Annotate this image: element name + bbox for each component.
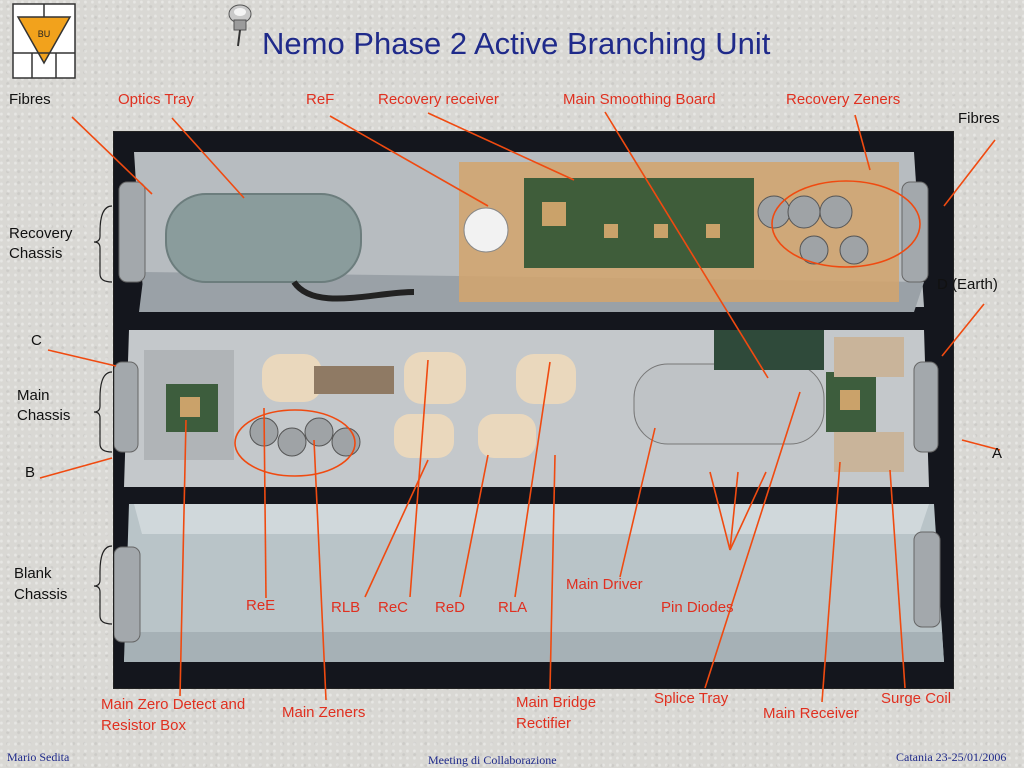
label-red: ReD xyxy=(435,599,466,616)
label-pin-diodes: Pin Diodes xyxy=(661,599,734,616)
label-main-bridge-line1: Main Bridge xyxy=(516,694,597,711)
label-optics-tray: Optics Tray xyxy=(118,91,194,108)
label-surge-coil: Surge Coil xyxy=(881,690,952,707)
pushpin-icon xyxy=(222,2,258,48)
label-main-driver: Main Driver xyxy=(566,576,643,593)
label-splice-tray: Splice Tray xyxy=(654,690,729,707)
label-fibres-left: Fibres xyxy=(9,91,51,108)
label-main-zero-detect-line2: Resistor Box xyxy=(101,717,187,734)
label-rlb: RLB xyxy=(331,599,361,616)
label-recovery-chassis-line2: Chassis xyxy=(9,245,63,262)
label-fibres-right: Fibres xyxy=(958,110,1000,127)
label-b: B xyxy=(25,464,36,481)
label-blank-chassis-line1: Blank xyxy=(14,565,52,582)
footer-meeting: Meeting di Collaborazione xyxy=(428,753,557,767)
label-ree: ReE xyxy=(246,597,276,614)
label-main-chassis-line2: Chassis xyxy=(17,407,71,424)
label-d-earth: D (Earth) xyxy=(937,276,998,293)
label-main-zero-detect-line1: Main Zero Detect and xyxy=(101,696,246,713)
label-main-bridge-line2: Rectifier xyxy=(516,715,572,732)
label-main-chassis-line1: Main xyxy=(17,387,50,404)
slide-title: Nemo Phase 2 Active Branching Unit xyxy=(262,26,771,61)
label-ref: ReF xyxy=(306,91,335,108)
logo-text: BU xyxy=(38,29,51,39)
branching-unit-photo xyxy=(113,131,954,689)
footer-place-date: Catania 23-25/01/2006 xyxy=(896,750,1007,764)
footer-author: Mario Sedita xyxy=(7,750,70,764)
label-c: C xyxy=(31,332,42,349)
label-main-smoothing-board: Main Smoothing Board xyxy=(563,91,716,108)
label-blank-chassis-line2: Chassis xyxy=(14,586,68,603)
label-rla: RLA xyxy=(498,599,528,616)
label-recovery-zeners: Recovery Zeners xyxy=(786,91,901,108)
label-a: A xyxy=(992,445,1003,462)
bu-logo-icon: BU xyxy=(12,3,76,79)
label-main-receiver: Main Receiver xyxy=(763,705,859,722)
label-recovery-receiver: Recovery receiver xyxy=(378,91,499,108)
label-rec: ReC xyxy=(378,599,409,616)
label-recovery-chassis-line1: Recovery xyxy=(9,225,73,242)
label-main-zeners: Main Zeners xyxy=(282,704,366,721)
